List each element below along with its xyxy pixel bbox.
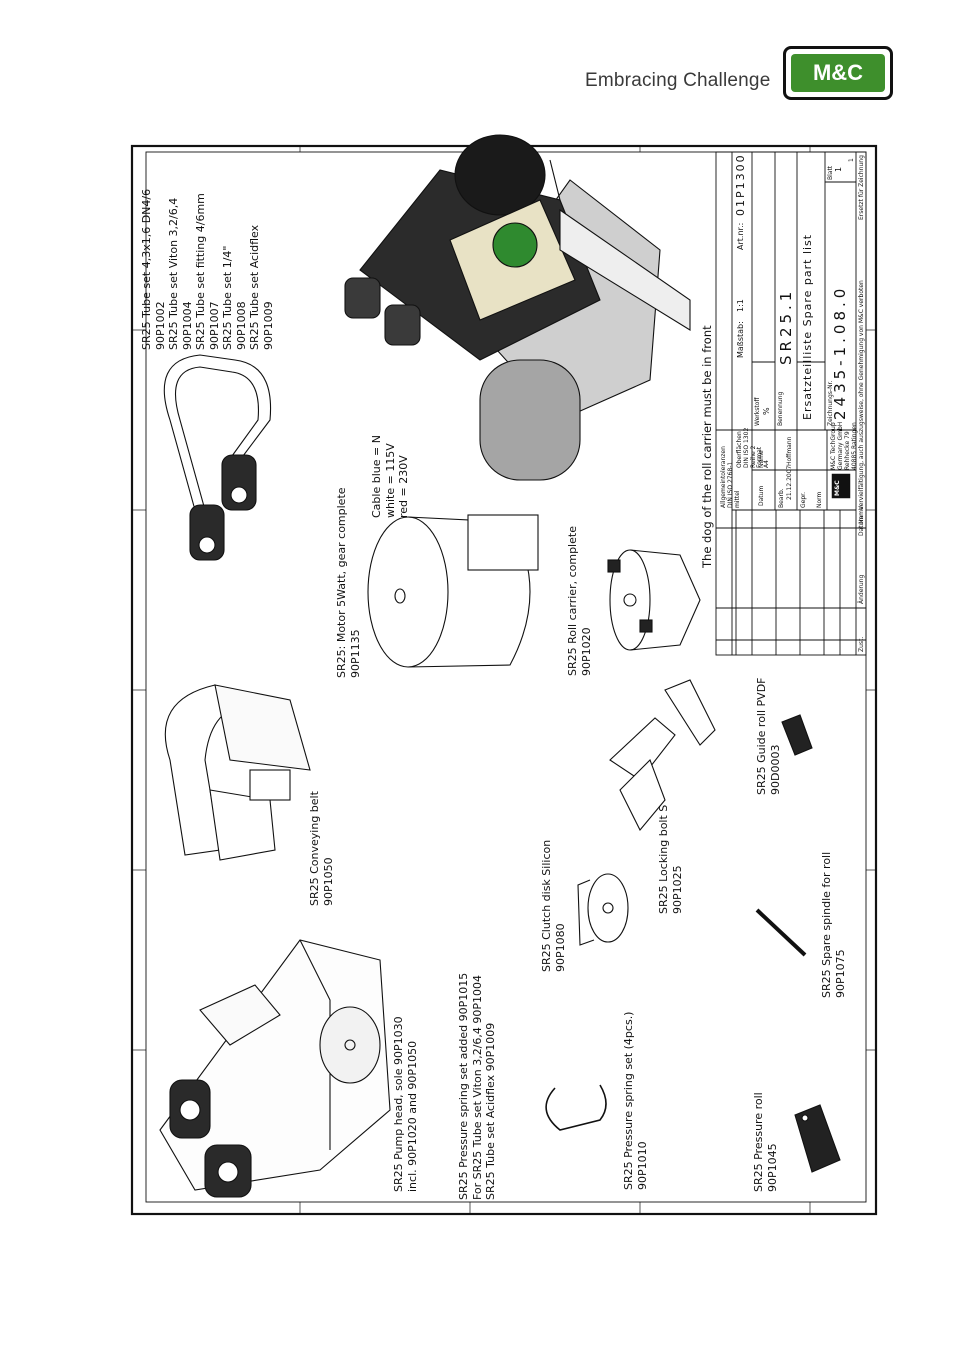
artnr-label: Art.nr.: [736,222,745,250]
rev-zust-label: Zust. [858,636,865,652]
company-logo: M&C [783,46,893,100]
tagline: Embracing Challenge [585,70,771,91]
surface-block: Oberflächen DIN ISO 1302 Reihe 2 [736,427,757,468]
werkstoff-value: % [762,407,771,415]
label-pump-head: SR25 Pump head, sole 90P1030 incl. 90P10… [392,1016,419,1192]
label-conveying-belt: SR25 Conveying belt 90P1050 [308,791,335,906]
bearb-label: Bearb. [778,488,785,508]
copyright-note: Vervielfältigung, auch auszugsweise, ohn… [858,280,865,510]
label-tube-sets: SR25 Tube set 4,3x1,6 DN4/6 90P1002 SR25… [140,188,275,350]
blatt-value: 1 [834,166,843,172]
bearb-date: 21.12.2007 [786,465,793,500]
company-address: M&C TechGroup Germany GmbH Rehhecke 79 4… [830,421,858,470]
label-pressure-roll: SR25 Pressure roll 90P1045 [752,1092,779,1192]
label-roll-carrier: SR25 Roll carrier, complete 90P1020 [566,526,593,676]
ersetzt-note: Ersetzt für Zeichnung [858,155,865,220]
note-roll-carrier: The dog of the roll carrier must be in f… [700,325,714,568]
massstab-label: Maßstab: [736,321,745,358]
label-pressure-spring-set: SR25 Pressure spring set (4pcs.) 90P1010 [622,1011,649,1190]
artnr-value: 01P1300 [734,153,747,216]
drawing-number: 2435-1.08.0 [831,284,849,420]
massstab-value: 1:1 [736,299,745,312]
blatt-label: Blatt [827,165,834,180]
datum-header: Datum [758,485,765,506]
rev-aenderung-label: Änderung [858,574,865,604]
rev-name-label: Name [858,506,865,524]
label-guide-roll: SR25 Guide roll PVDF 90D0003 [755,677,782,796]
label-clutch-disk: SR25 Clutch disk Silicon 90P1080 [540,839,567,972]
norm-label: Norm [816,491,823,508]
gepr-label: Gepr. [800,492,807,508]
name-header: Name [758,450,765,468]
benennung-label: Benennung [777,391,784,426]
drawing-title: SR25.1 [777,287,795,365]
mc-mini-logo: M&C [834,480,841,496]
blatt-total: 1 [848,158,855,162]
drawing-subtitle: Ersatzteilliste Spare part list [801,233,814,420]
logo-text: M&C [791,54,885,92]
label-motor: SR25: Motor 5Watt, gear complete 90P1135 [335,487,362,678]
label-cable-colors: Cable blue = N white = 115V red = 230V [370,435,410,518]
bearb-name: Hoffmann [786,436,793,466]
label-spare-spindle: SR25 Spare spindle for roll 90P1075 [820,851,847,998]
label-locking-bolt: SR25 Locking bolt S 90P1025 [657,804,684,914]
werkstoff-label: Werkstoff [754,397,761,427]
label-pressure-spring-added: SR25 Pressure spring set added 90P1015 F… [457,972,497,1200]
